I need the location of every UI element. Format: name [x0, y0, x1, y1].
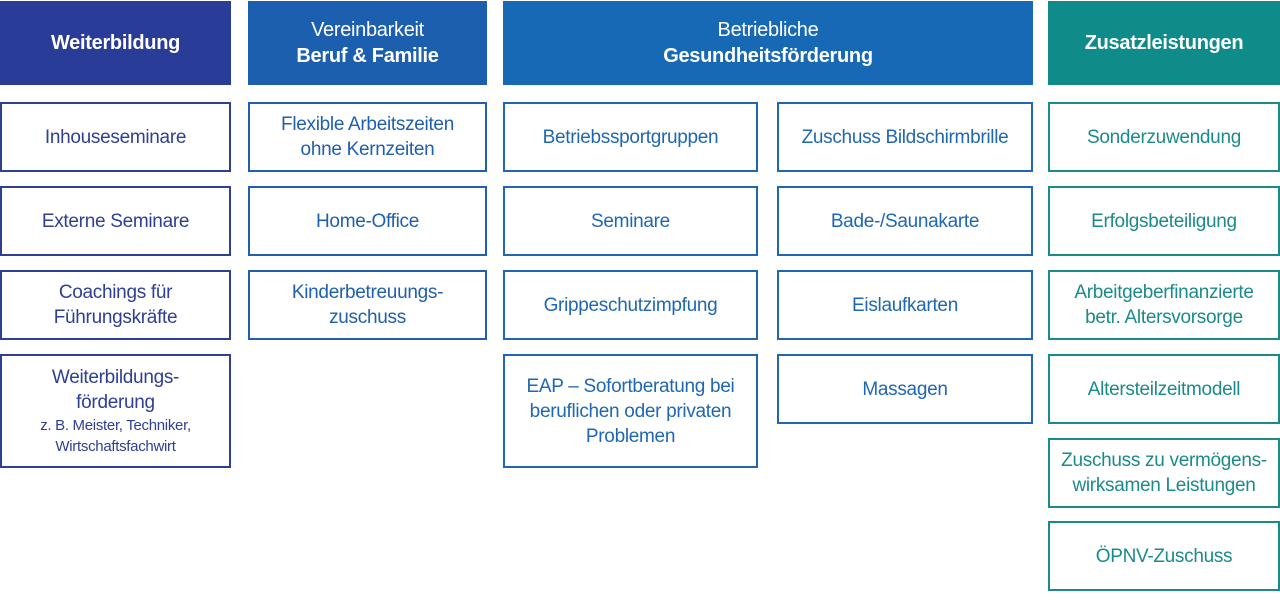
item-label: Massagen: [862, 378, 948, 400]
vereinbarkeit-item-flexible-arbeitszeiten: Flexible Arbeitszeiten ohne Kernzeiten: [248, 102, 487, 172]
header-vereinbarkeit-line1: Vereinbarkeit: [311, 19, 424, 41]
gesundheit-item-eap: EAP – Sofortberatung bei beruflichen ode…: [503, 354, 758, 468]
header-gesundheit: Betriebliche Gesundheitsförderung: [503, 1, 1033, 85]
zusatz-item-vermoegenswirksame-leistungen: Zuschuss zu vermögens- wirksamen Leistun…: [1048, 438, 1280, 508]
zusatz-item-altersvorsorge: Arbeitgeberfinanzierte betr. Altersvorso…: [1048, 270, 1280, 340]
header-weiterbildung-label: Weiterbildung: [50, 32, 181, 54]
item-label: Erfolgsbeteiligung: [1091, 210, 1237, 232]
item-sub-line1: z. B. Meister, Techniker,: [40, 417, 191, 434]
item-label-line1: EAP – Sofortberatung bei: [526, 375, 735, 397]
weiterbildung-item-foerderung: Weiterbildungs- förderung z. B. Meister,…: [0, 354, 231, 468]
item-label: ÖPNV-Zuschuss: [1095, 545, 1233, 567]
zusatz-item-sonderzuwendung: Sonderzuwendung: [1048, 102, 1280, 172]
weiterbildung-item-inhouseseminare: Inhouseseminare: [0, 102, 231, 172]
item-label-line2: zuschuss: [329, 307, 406, 328]
item-label: Inhouseseminare: [44, 126, 187, 148]
item-label-line1: Zuschuss zu vermögens-: [1061, 450, 1267, 471]
zusatz-item-altersteilzeitmodell: Altersteilzeitmodell: [1048, 354, 1280, 424]
item-label-line2: betr. Altersvorsorge: [1085, 307, 1243, 328]
gesundheit-item-eislaufkarten: Eislaufkarten: [777, 270, 1033, 340]
header-vereinbarkeit: Vereinbarkeit Beruf & Familie: [248, 1, 487, 85]
item-label-line2: wirksamen Leistungen: [1072, 475, 1256, 496]
gesundheit-item-saunakarte: Bade-/Saunakarte: [777, 186, 1033, 256]
header-zusatz: Zusatzleistungen: [1048, 1, 1280, 85]
header-gesundheit-line2: Gesundheitsförderung: [663, 45, 873, 67]
item-label-line1: Arbeitgeberfinanzierte: [1074, 282, 1254, 303]
item-label: Home-Office: [316, 210, 419, 232]
vereinbarkeit-item-home-office: Home-Office: [248, 186, 487, 256]
header-weiterbildung: Weiterbildung: [0, 1, 231, 85]
gesundheit-item-seminare: Seminare: [503, 186, 758, 256]
zusatz-item-oepnv-zuschuss: ÖPNV-Zuschuss: [1048, 521, 1280, 591]
weiterbildung-item-coachings: Coachings für Führungskräfte: [0, 270, 231, 340]
gesundheit-item-betriebssportgruppen: Betriebssportgruppen: [503, 102, 758, 172]
weiterbildung-item-externe-seminare: Externe Seminare: [0, 186, 231, 256]
vereinbarkeit-item-kinderbetreuung: Kinderbetreuungs- zuschuss: [248, 270, 487, 340]
item-label: Betriebssportgruppen: [542, 126, 719, 148]
item-label: Zuschuss Bildschirmbrille: [801, 126, 1009, 148]
header-vereinbarkeit-line2: Beruf & Familie: [296, 45, 439, 67]
item-label-line1: Weiterbildungs-: [51, 367, 180, 388]
item-label: Externe Seminare: [41, 210, 190, 232]
item-label: Sonderzuwendung: [1087, 126, 1241, 148]
item-label-line2: Führungskräfte: [53, 307, 178, 328]
item-label-line2: förderung: [76, 392, 155, 413]
zusatz-item-erfolgsbeteiligung: Erfolgsbeteiligung: [1048, 186, 1280, 256]
gesundheit-item-bildschirmbrille: Zuschuss Bildschirmbrille: [777, 102, 1033, 172]
item-label: Seminare: [591, 210, 670, 232]
item-label-line1: Flexible Arbeitszeiten: [281, 114, 454, 135]
header-zusatz-label: Zusatzleistungen: [1084, 32, 1244, 54]
item-label-line2: beruflichen oder privaten: [529, 400, 732, 422]
gesundheit-item-grippeschutzimpfung: Grippeschutzimpfung: [503, 270, 758, 340]
item-label: Grippeschutzimpfung: [543, 294, 718, 316]
item-label-line1: Coachings für: [58, 282, 173, 303]
item-label-line2: ohne Kernzeiten: [300, 139, 435, 160]
item-label-line3: Problemen: [585, 425, 676, 447]
item-label: Altersteilzeitmodell: [1087, 378, 1241, 400]
gesundheit-item-massagen: Massagen: [777, 354, 1033, 424]
item-sub-line2: Wirtschaftsfachwirt: [55, 438, 176, 455]
item-label: Bade-/Saunakarte: [830, 210, 980, 232]
item-label-line1: Kinderbetreuungs-: [291, 282, 444, 303]
header-gesundheit-line1: Betriebliche: [717, 19, 819, 41]
item-label: Eislaufkarten: [852, 294, 958, 316]
